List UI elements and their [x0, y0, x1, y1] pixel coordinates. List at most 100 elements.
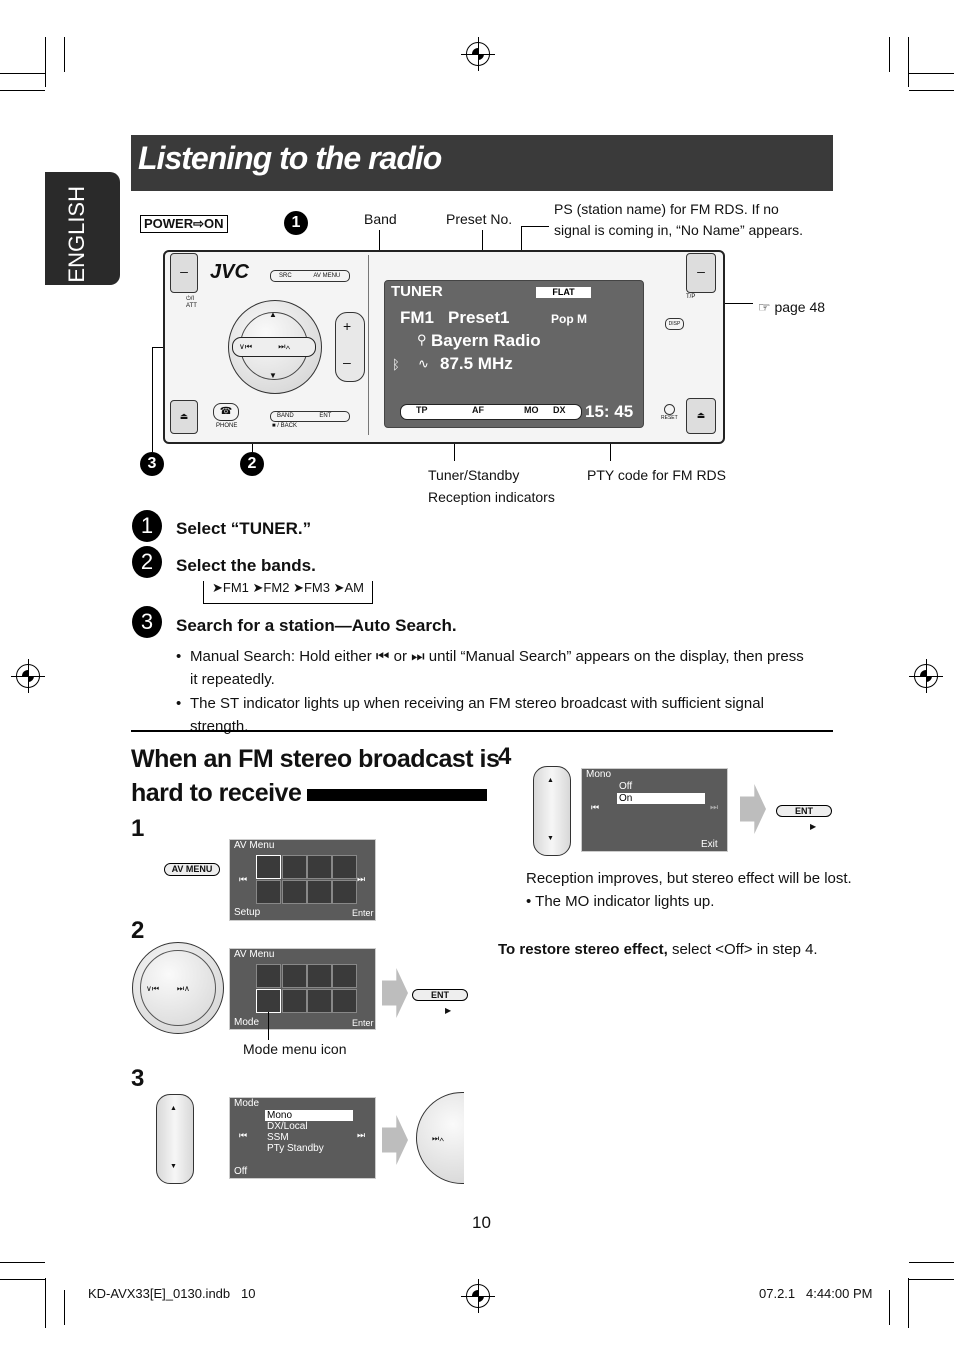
custom-icon[interactable]: [332, 989, 357, 1013]
faceplate-left-panel: [168, 255, 369, 435]
down-arrow-icon: ▼: [269, 371, 277, 380]
band-am: AM: [344, 580, 364, 595]
bluetooth-icon: ᛒ: [392, 357, 400, 372]
crop-mark: [0, 1279, 45, 1280]
step-title-2: Select the bands.: [176, 556, 316, 575]
custom-icon[interactable]: [332, 880, 357, 904]
registration-mark: [11, 659, 45, 693]
crop-mark: [908, 37, 909, 87]
screen3-item[interactable]: PTy Standby: [267, 1143, 324, 1154]
tuner-display: [384, 280, 644, 428]
reception-callout: Reception indicators: [428, 489, 555, 505]
setup-icon[interactable]: [256, 964, 281, 988]
att-label: ⏻/I ATT: [186, 296, 197, 309]
screen3-item[interactable]: DX/Local: [267, 1121, 308, 1132]
band-ent-button[interactable]: BAND ENT: [270, 411, 350, 422]
result-bullet-text: The MO indicator lights up.: [535, 893, 715, 910]
leader-line: [521, 226, 549, 227]
section-step-4: 4: [498, 743, 512, 770]
volume-rocker[interactable]: [335, 312, 365, 382]
screen3-footer: Off: [234, 1166, 248, 1177]
screen2-title: AV Menu: [234, 949, 275, 960]
next-icon: ⏭∧: [278, 342, 291, 351]
footer-right: 07.2.1 4:44:00 PM: [759, 1286, 873, 1301]
grid-icon[interactable]: [332, 964, 357, 988]
page-ref-callout: ☞ page 48: [758, 299, 826, 315]
crop-mark: [0, 73, 45, 74]
mode-icon[interactable]: [256, 880, 281, 904]
control-dial-step3[interactable]: [416, 1092, 464, 1184]
next-label-step3: ⏭∧: [432, 1134, 445, 1143]
display-source: TUNER: [391, 283, 443, 300]
page-title: Listening to the radio: [138, 140, 442, 176]
display-preset: Preset1: [448, 308, 510, 327]
src-av-menu-button[interactable]: SRC AV MENU: [270, 270, 350, 282]
section-step-3: 3: [131, 1065, 145, 1092]
tp-button[interactable]: –: [686, 253, 716, 293]
disp-button[interactable]: DISP: [665, 318, 684, 330]
screen4-item-selected[interactable]: On: [617, 793, 705, 804]
step-marker-3: 3: [140, 452, 164, 476]
signal-icon: ∿: [418, 356, 429, 371]
dial-strip-step3[interactable]: [156, 1094, 194, 1184]
step-number-1: 1: [132, 510, 162, 542]
list-icon[interactable]: [282, 989, 307, 1013]
sound-icon[interactable]: [307, 855, 332, 879]
restore-rest: select <Off> in step 4.: [667, 941, 818, 958]
ent-button[interactable]: ENT: [412, 989, 468, 1001]
crop-mark: [889, 37, 890, 72]
reset-label: RESET: [661, 415, 678, 421]
step-marker-2: 2: [240, 452, 264, 476]
crop-mark: [909, 90, 954, 91]
screen3-item[interactable]: SSM: [267, 1132, 289, 1143]
sound-icon[interactable]: [307, 964, 332, 988]
display-frequency: 87.5 MHz: [440, 354, 513, 373]
display-icon[interactable]: [282, 880, 307, 904]
mode-menu-icon-label: Mode menu icon: [243, 1041, 347, 1057]
down-arrow-icon: ▼: [170, 1163, 177, 1170]
up-arrow-icon: ▲: [170, 1105, 177, 1112]
dial-strip-step4[interactable]: [533, 766, 571, 856]
av-menu-button[interactable]: AV MENU: [164, 863, 220, 876]
flow-arrow-icon: [382, 1115, 408, 1165]
display-station: Bayern Radio: [431, 331, 541, 350]
display-band: FM1: [400, 308, 434, 327]
setup-icon[interactable]: [256, 855, 281, 879]
mode-menu-icon[interactable]: [256, 989, 281, 1013]
band-fm2: FM2: [263, 580, 290, 595]
section-heading: When an FM stereo broadcast is hard to r…: [131, 742, 500, 810]
screen4-next-icon: ⏭: [710, 802, 719, 812]
seek-button-pill[interactable]: ∨⏮ ⏭∧: [232, 337, 316, 357]
bluetooth-menu-icon[interactable]: [307, 989, 332, 1013]
prev-icon: ∨⏮: [239, 342, 253, 351]
eject-button[interactable]: ⏏: [170, 400, 198, 434]
dial-labels-step2: ∨⏮ ⏭∧: [146, 984, 190, 993]
equalizer-icon[interactable]: [282, 855, 307, 879]
band-cycle-labels: ➤FM1 ➤FM2 ➤FM3 ➤AM: [210, 580, 366, 596]
section-step-1: 1: [131, 815, 145, 842]
bluetooth-menu-icon[interactable]: [307, 880, 332, 904]
equalizer-icon[interactable]: [282, 964, 307, 988]
flow-arrow-icon: [740, 784, 766, 834]
step-title-3: Search for a station—Auto Search.: [176, 616, 457, 635]
section-heading-line2: hard to receive: [131, 776, 499, 810]
phone-button[interactable]: ☎: [213, 403, 239, 421]
screen3-item-selected[interactable]: Mono: [265, 1110, 353, 1121]
screen1-footer-left: Setup: [234, 907, 261, 918]
detach-button[interactable]: ⏏: [686, 398, 716, 434]
crop-mark: [45, 1278, 46, 1328]
screen3-title: Mode: [234, 1098, 260, 1109]
crop-mark: [909, 1262, 954, 1263]
ent-button-step4[interactable]: ENT: [776, 805, 832, 817]
screen2-footer-left: Mode: [234, 1017, 260, 1028]
volume-minus-icon: –: [343, 354, 351, 370]
src-label: SRC: [279, 273, 292, 279]
screen1-next-icon: ⏭: [357, 874, 366, 884]
title-bar: [131, 135, 833, 191]
power-button[interactable]: –: [170, 253, 198, 293]
reset-button[interactable]: [664, 404, 675, 415]
screen4-item[interactable]: Off: [619, 781, 633, 792]
up-arrow-icon: ▲: [547, 777, 554, 784]
band-label: BAND: [277, 413, 294, 419]
grid-icon[interactable]: [332, 855, 357, 879]
